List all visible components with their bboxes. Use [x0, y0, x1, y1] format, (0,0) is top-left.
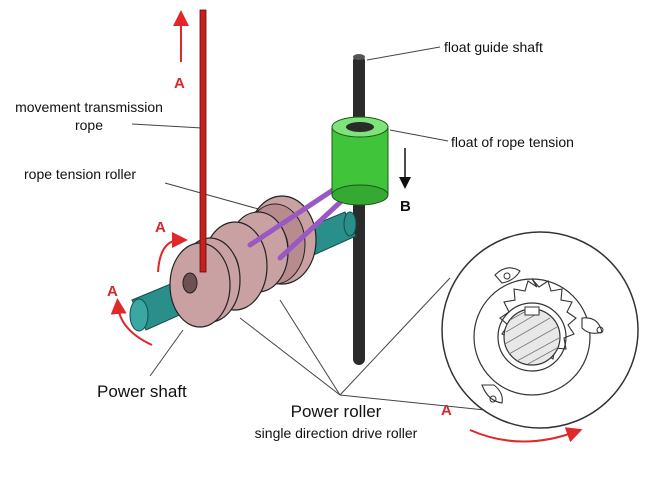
marker-b: B — [400, 198, 411, 215]
marker-a-left: A — [107, 283, 118, 300]
float-guide-shaft-label: float guide shaft — [444, 39, 543, 55]
marker-a-roller: A — [155, 219, 166, 236]
single-direction-label: single direction drive roller — [254, 425, 418, 441]
rope-tension-roller-label: rope tension roller — [24, 166, 137, 182]
arrow-a-left — [110, 298, 153, 346]
marker-a-detail: A — [441, 402, 452, 419]
guide-shaft-top — [353, 54, 365, 60]
arrow-a-roller — [157, 232, 188, 273]
marker-a-top: A — [174, 75, 185, 92]
movement-rope-label-line1: movement transmission — [15, 99, 163, 115]
power-roller-label: Power roller — [290, 402, 382, 421]
power-shaft-label: Power shaft — [97, 382, 187, 401]
purple-rope — [247, 185, 351, 261]
movement-transmission-rope — [199, 9, 207, 273]
float-of-rope-tension-label: float of rope tension — [451, 134, 574, 150]
leader-lines — [131, 46, 486, 411]
movement-rope-label-line2: rope — [74, 117, 104, 133]
single-direction-detail — [441, 231, 639, 429]
arrow-a-detail — [469, 427, 583, 443]
float-guide-shaft — [353, 55, 365, 365]
float-of-rope-tension — [331, 116, 389, 206]
power-roller — [169, 221, 268, 328]
